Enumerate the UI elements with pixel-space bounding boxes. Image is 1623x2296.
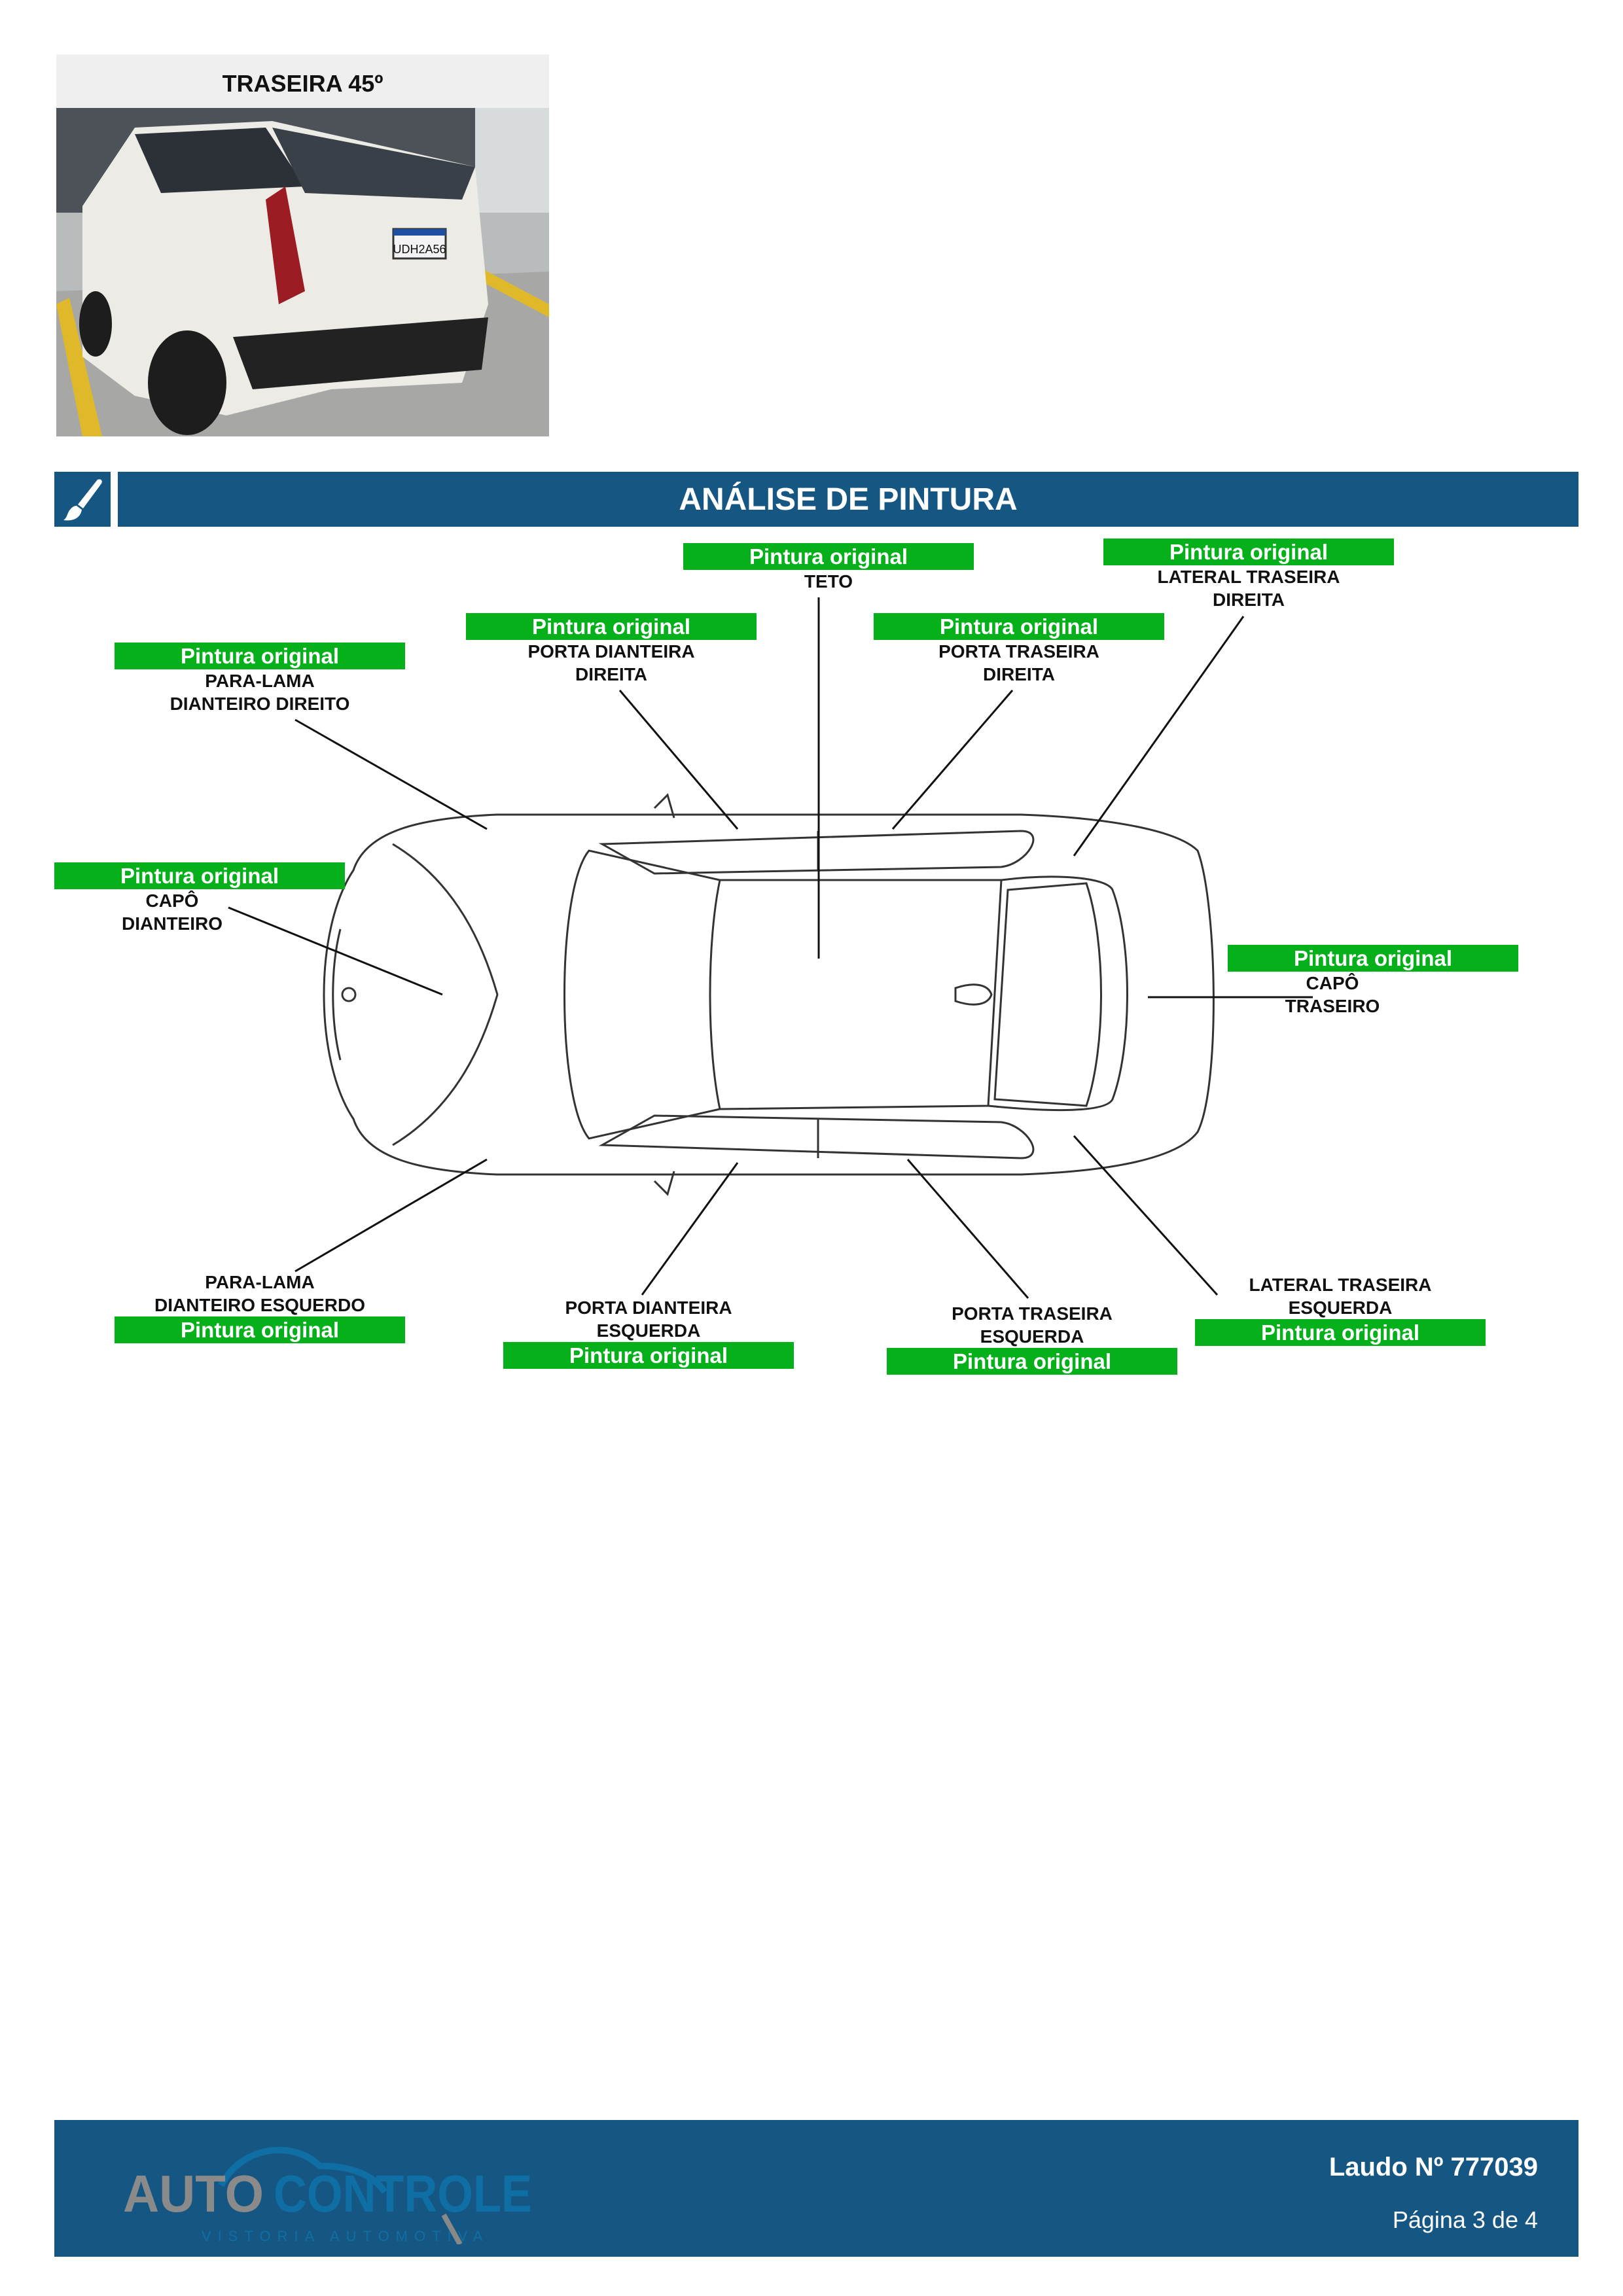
part-name: PORTA TRASEIRA [952, 1303, 1113, 1324]
part-name: DIANTEIRO ESQUERDO [154, 1295, 366, 1315]
photo-title: TRASEIRA 45º [222, 70, 383, 97]
status-badge: Pintura original [683, 543, 974, 570]
part-teto: Pintura original TETO [683, 543, 974, 593]
part-name: DIREITA [575, 664, 647, 684]
vehicle-photo-card: TRASEIRA 45º UDH2A56 [56, 54, 549, 436]
part-name: LATERAL TRASEIRA [1157, 567, 1340, 587]
leader-lines [228, 597, 1313, 1299]
report-number: Laudo Nº 777039 [1329, 2153, 1538, 2181]
part-name: TETO [804, 571, 853, 592]
status-badge: Pintura original [54, 862, 345, 889]
status-badge: Pintura original [115, 1316, 405, 1343]
part-name: ESQUERDA [1288, 1298, 1393, 1318]
part-porta-dianteira-direita: Pintura original PORTA DIANTEIRA DIREITA [466, 613, 757, 686]
part-para-lama-dianteiro-esquerdo: PARA-LAMA DIANTEIRO ESQUERDO Pintura ori… [115, 1271, 405, 1343]
status-badge: Pintura original [1195, 1319, 1486, 1346]
part-porta-traseira-esquerda: PORTA TRASEIRA ESQUERDA Pintura original [887, 1302, 1177, 1375]
part-capo-dianteiro: Pintura original CAPÔ DIANTEIRO [54, 862, 345, 935]
part-name: LATERAL TRASEIRA [1249, 1275, 1432, 1295]
status-badge: Pintura original [887, 1348, 1177, 1375]
part-name: DIANTEIRO DIREITO [169, 694, 350, 714]
part-name: DIREITA [983, 664, 1055, 684]
part-name: PORTA TRASEIRA [938, 641, 1099, 662]
vehicle-photo: UDH2A56 [56, 108, 549, 436]
status-badge: Pintura original [1103, 539, 1394, 565]
status-badge: Pintura original [466, 613, 757, 640]
part-name: PORTA DIANTEIRA [527, 641, 695, 662]
part-name: DIREITA [1213, 590, 1285, 610]
part-name: DIANTEIRO [122, 913, 223, 934]
part-lateral-traseira-direita: Pintura original LATERAL TRASEIRA DIREIT… [1103, 539, 1394, 611]
part-porta-traseira-direita: Pintura original PORTA TRASEIRA DIREITA [874, 613, 1164, 686]
license-plate: UDH2A56 [393, 243, 446, 256]
company-logo: AUTO CONTROLE VISTORIA AUTOMOTIVA [123, 2140, 542, 2246]
part-name: CAPÔ [1306, 973, 1359, 993]
part-name: ESQUERDA [596, 1320, 701, 1341]
car-top-view [323, 793, 1215, 1196]
logo-word1: AUTO [123, 2164, 264, 2223]
part-name: CAPÔ [145, 891, 199, 911]
status-badge: Pintura original [1228, 945, 1518, 972]
logo-tagline: VISTORIA AUTOMOTIVA [202, 2228, 489, 2244]
part-lateral-traseira-esquerda: LATERAL TRASEIRA ESQUERDA Pintura origin… [1195, 1273, 1486, 1346]
footer: AUTO CONTROLE VISTORIA AUTOMOTIVA Laudo … [54, 2120, 1578, 2257]
part-name: PORTA DIANTEIRA [565, 1298, 732, 1318]
part-name: TRASEIRO [1285, 996, 1380, 1016]
paint-brush-icon [54, 472, 111, 527]
part-porta-dianteira-esquerda: PORTA DIANTEIRA ESQUERDA Pintura origina… [503, 1296, 794, 1369]
part-capo-traseiro: Pintura original CAPÔ TRASEIRO [1228, 945, 1518, 1017]
status-badge: Pintura original [503, 1342, 794, 1369]
status-badge: Pintura original [874, 613, 1164, 640]
part-name: PARA-LAMA [205, 1272, 315, 1292]
part-para-lama-dianteiro-direito: Pintura original PARA-LAMA DIANTEIRO DIR… [115, 643, 405, 715]
part-name: ESQUERDA [980, 1326, 1084, 1347]
section-title: ANÁLISE DE PINTURA [118, 472, 1578, 527]
status-badge: Pintura original [115, 643, 405, 669]
page-indicator: Página 3 de 4 [1392, 2206, 1538, 2233]
logo-word2: CONTROLE [274, 2164, 532, 2223]
part-name: PARA-LAMA [205, 671, 315, 691]
